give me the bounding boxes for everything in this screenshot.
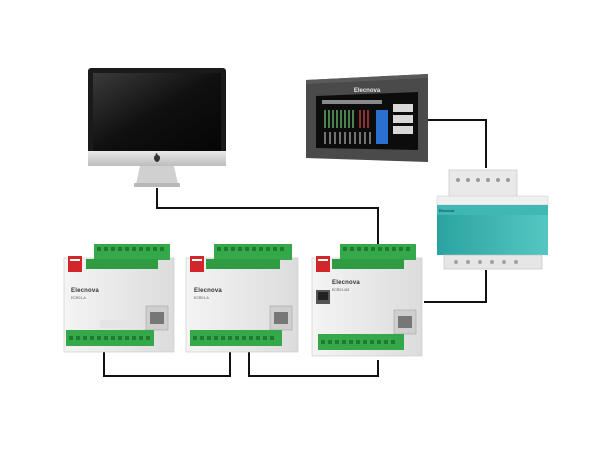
controller-3-model: ECR01-M2	[332, 288, 350, 292]
imac-computer-icon	[88, 68, 226, 187]
controller-1-model: ECR01-A	[71, 296, 86, 300]
plc-controller-icon	[311, 244, 423, 357]
cable-computer-to-controller	[156, 188, 379, 245]
cable-power-supply-to-controller	[424, 270, 487, 303]
controller-2-model: ECR01-A	[194, 296, 209, 300]
cable-controller1-to-controller2	[103, 352, 231, 377]
cable-controller2-to-controller3	[248, 352, 379, 377]
cable-hmi-to-power-supply	[428, 119, 487, 168]
controller-3-brand: Elecnova	[332, 280, 360, 286]
plc-controller-icon	[63, 244, 175, 353]
din-rail-power-supply-icon	[436, 169, 549, 270]
controller-1-brand: Elecnova	[71, 288, 99, 294]
power-supply-brand: Elecnova	[439, 209, 455, 213]
plc-controller-icon	[185, 244, 299, 353]
touch-panel-hmi-icon	[306, 74, 428, 162]
hmi-brand-label: Elecnova	[353, 88, 381, 94]
cables	[103, 119, 487, 377]
controller-2-brand: Elecnova	[194, 288, 222, 294]
